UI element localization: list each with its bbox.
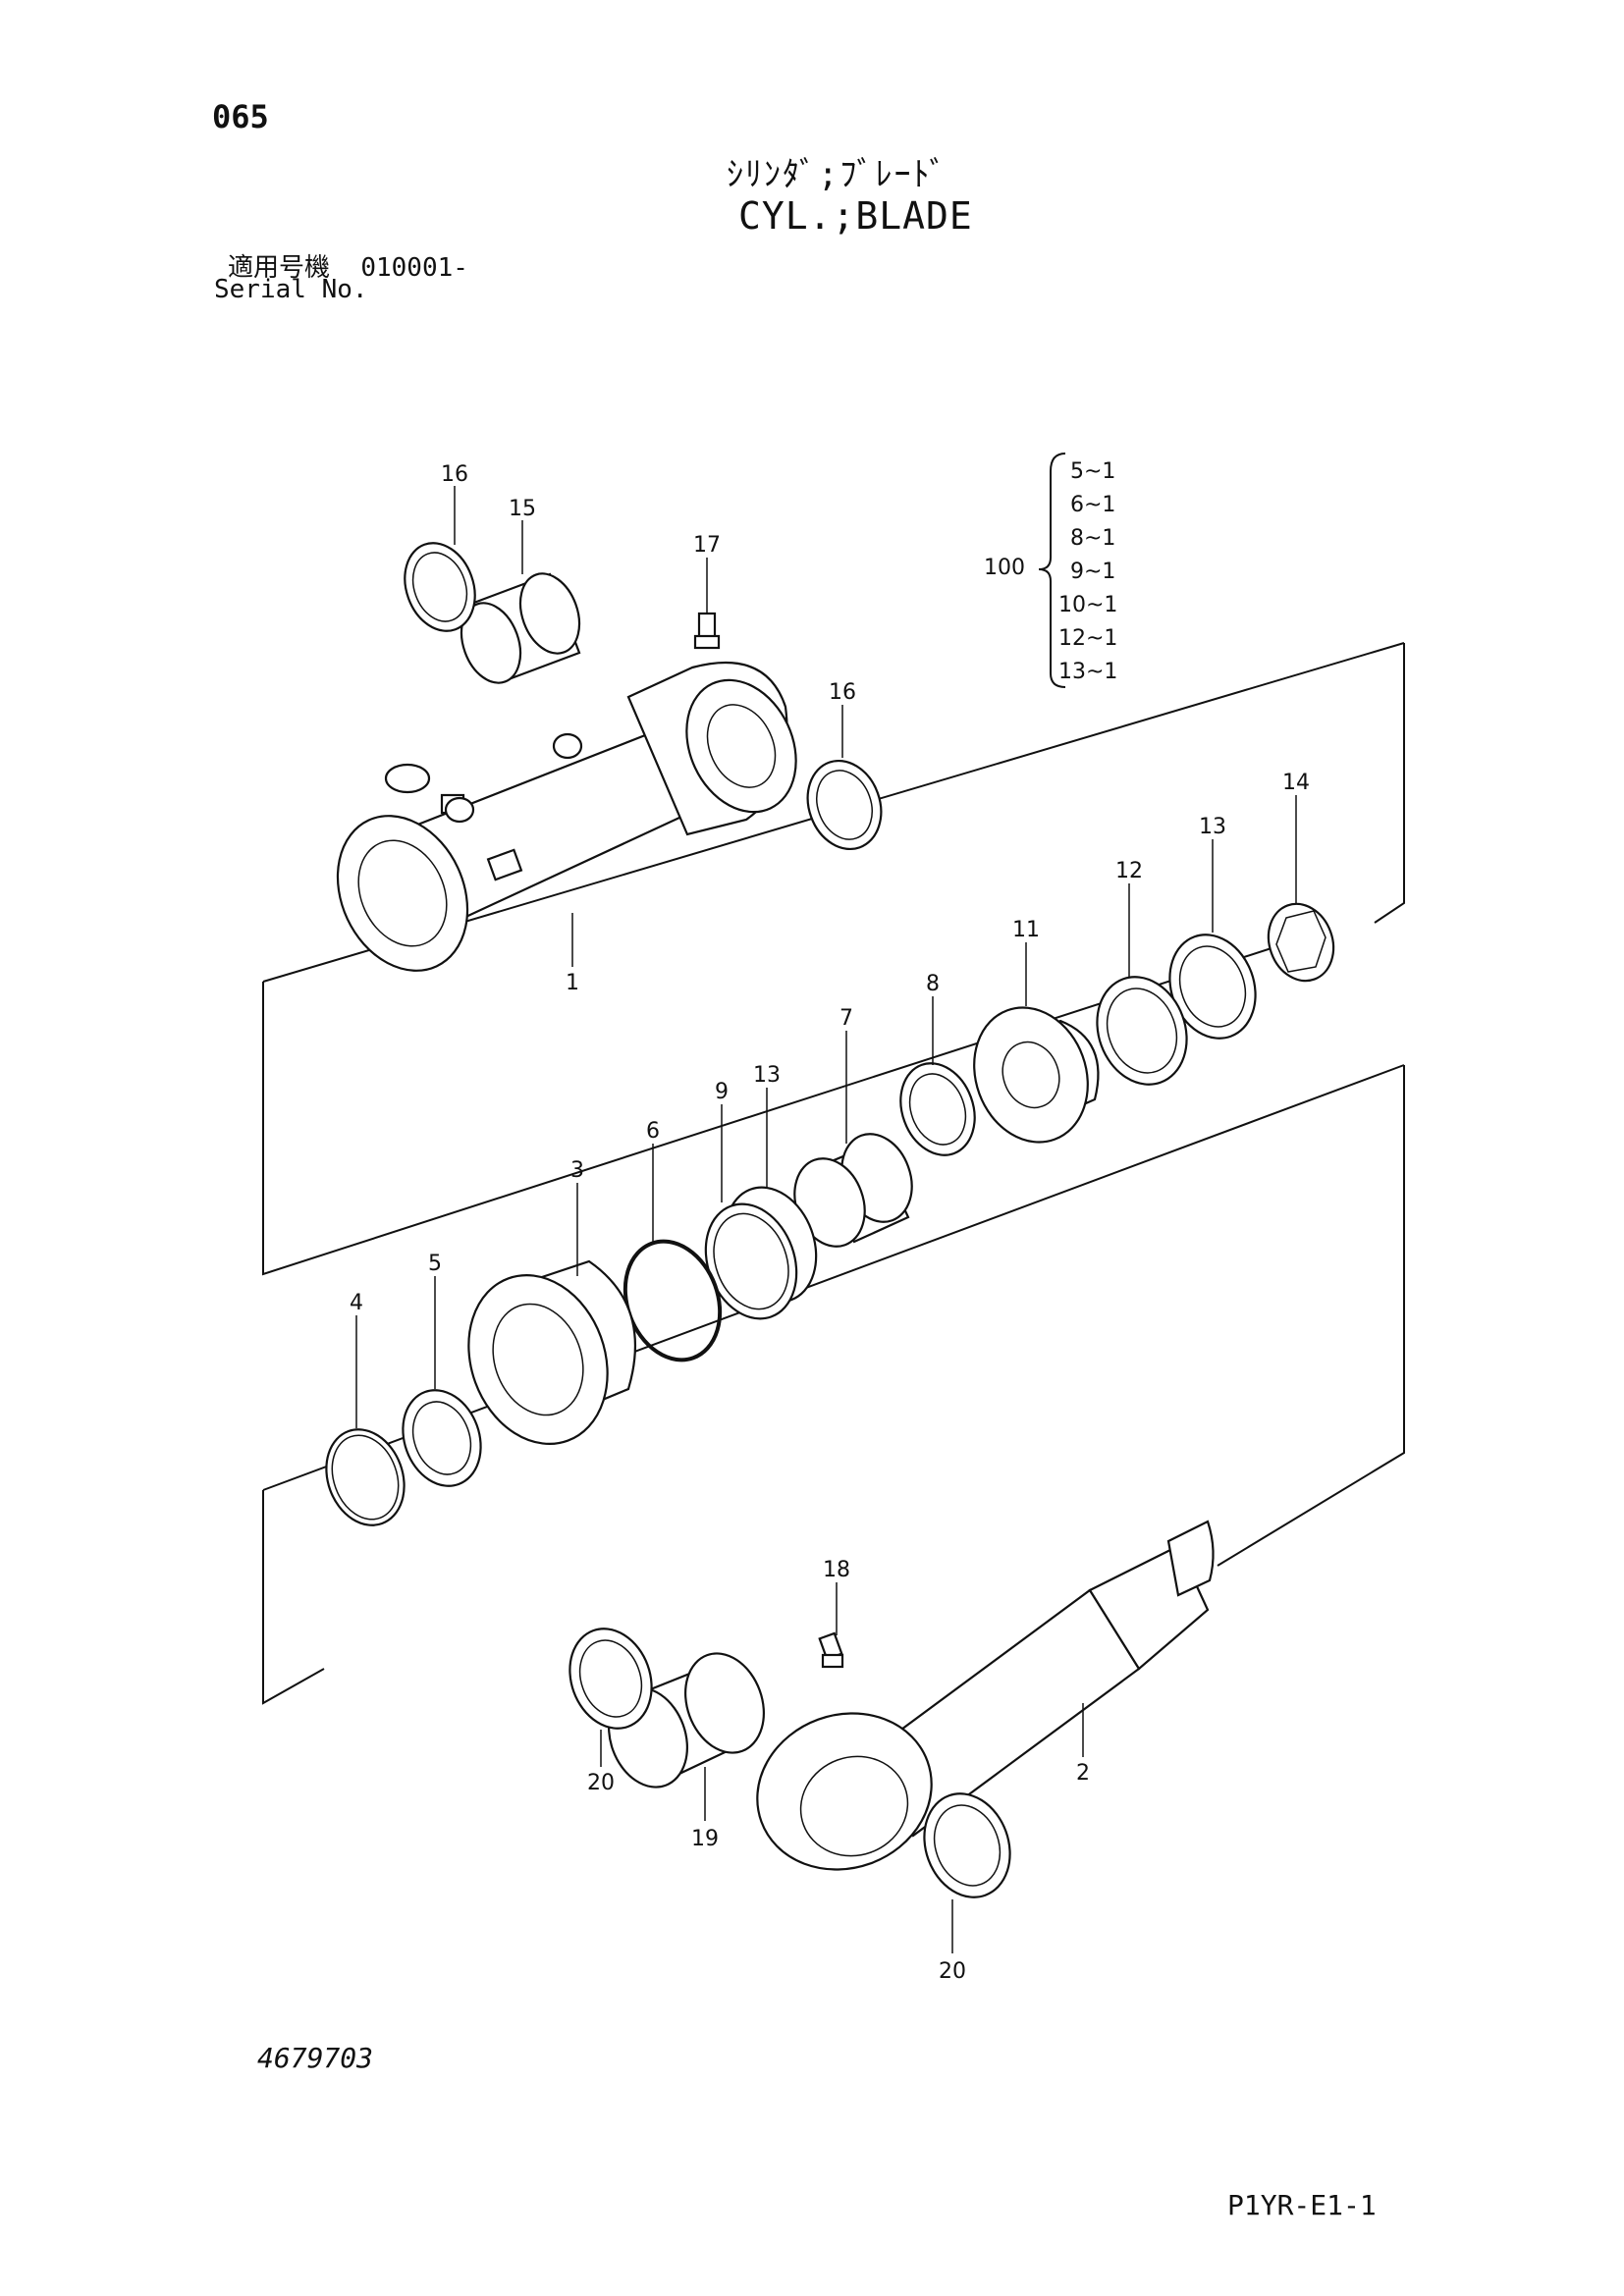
part-sleeve-7 <box>793 1133 913 1248</box>
part-ring-8 <box>899 1062 976 1156</box>
callout-16-right: 16 <box>829 680 856 705</box>
callout-labels: 16 15 17 16 1 14 13 12 11 8 7 13 9 6 3 5… <box>350 462 1310 1984</box>
callout-15: 15 <box>509 497 536 521</box>
kit-item: 12~1 <box>1058 626 1117 651</box>
kit-item: 5~1 <box>1070 459 1115 484</box>
callout-13-lower: 13 <box>753 1063 781 1088</box>
callout-16-top: 16 <box>441 462 468 487</box>
part-ring-5 <box>402 1389 482 1487</box>
part-piston-11 <box>973 1006 1100 1144</box>
part-cylinder-tube <box>336 661 797 972</box>
part-seal-20-left <box>568 1628 653 1730</box>
kit-item: 13~1 <box>1058 660 1117 684</box>
kit-item: 8~1 <box>1070 526 1115 551</box>
part-head-3 <box>467 1259 636 1446</box>
part-bushing-19 <box>608 1652 765 1789</box>
callout-13-upper: 13 <box>1199 815 1226 839</box>
drawing-number: 4679703 <box>257 2042 374 2074</box>
serial-label-japanese: 適用号機 010001- <box>228 247 468 284</box>
part-rod-2 <box>756 1520 1215 1871</box>
part-ring-13-upper <box>1168 934 1257 1040</box>
callout-3: 3 <box>570 1158 584 1183</box>
leader-lines <box>355 486 1297 1953</box>
kit-item: 10~1 <box>1058 593 1117 617</box>
callout-20-right: 20 <box>939 1959 966 1984</box>
title-english: CYL.;BLADE <box>738 194 973 238</box>
part-ring-12 <box>1096 976 1188 1086</box>
serial-label-english: Serial No. <box>214 275 368 304</box>
part-grease-fitting-18 <box>818 1631 844 1669</box>
part-bushing-15 <box>460 572 581 684</box>
callout-9: 9 <box>715 1080 729 1104</box>
callout-7: 7 <box>839 1006 853 1031</box>
callout-4: 4 <box>350 1291 363 1315</box>
callout-2: 2 <box>1076 1761 1090 1786</box>
callout-12: 12 <box>1115 859 1143 883</box>
callout-8: 8 <box>926 972 940 996</box>
serial-label-jp-text: 適用号機 <box>228 253 331 283</box>
serial-value: 010001- <box>360 253 468 283</box>
page-number: 065 <box>212 98 269 135</box>
callout-14: 14 <box>1282 771 1310 795</box>
callout-18: 18 <box>823 1558 850 1582</box>
part-seal-16-top <box>404 542 476 632</box>
part-seal-20-right <box>923 1792 1011 1898</box>
callout-11: 11 <box>1012 918 1040 942</box>
title-japanese: ｼﾘﾝﾀﾞ;ﾌﾞﾚｰﾄﾞ <box>727 155 948 194</box>
callout-17: 17 <box>693 533 721 558</box>
kit-number: 100 <box>984 556 1025 580</box>
part-nut-14 <box>1267 902 1335 983</box>
part-ring-9 <box>704 1202 798 1320</box>
callout-5: 5 <box>428 1252 442 1276</box>
part-ring-4 <box>325 1428 406 1526</box>
callout-19: 19 <box>691 1827 719 1851</box>
part-seal-16-right <box>806 759 883 851</box>
callout-6: 6 <box>646 1119 660 1144</box>
callout-1: 1 <box>566 971 579 995</box>
page-code: P1YR-E1-1 <box>1227 2189 1377 2221</box>
kit-bracket <box>1038 453 1066 688</box>
kit-item: 6~1 <box>1070 493 1115 517</box>
kit-item: 9~1 <box>1070 560 1115 584</box>
part-grease-fitting-17 <box>693 612 721 650</box>
callout-20-left: 20 <box>587 1771 615 1795</box>
kit-list: 100 5~1 6~1 8~1 9~1 10~1 12~1 13~1 <box>984 459 1117 684</box>
